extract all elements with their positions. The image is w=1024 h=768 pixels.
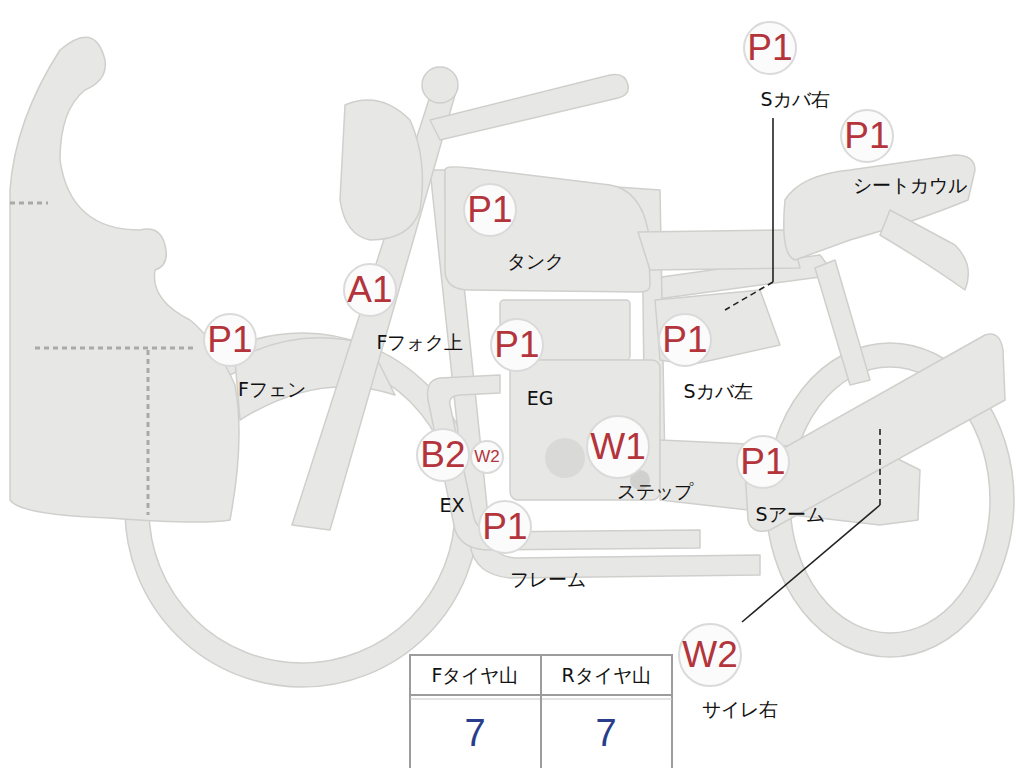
damage-callout: P1タンク [463,183,517,237]
part-name: Sカバ左 [683,379,752,405]
damage-callout: W2サイレ右 [678,623,742,687]
part-name: シートカウル [853,173,967,199]
damage-callout: P1EG [490,318,544,372]
damage-code: P1 [203,313,257,367]
part-name: タンク [507,249,564,275]
leader-line [879,428,881,505]
part-name: Fフェン [238,377,306,403]
damage-callout: P1Fフェン [203,313,257,367]
table-header: Fタイヤ山 [432,663,519,689]
damage-callout: P1シートカウル [840,109,894,163]
damage-code: P1 [736,435,790,489]
damage-code: W1 [586,415,650,479]
damage-code: P1 [743,21,797,75]
damage-callout: P1Sアーム [736,435,790,489]
damage-code: W2 [678,623,742,687]
damage-callout: P1フレーム [478,500,532,554]
part-name: サイレ右 [702,697,778,723]
part-name: Fフォク上 [377,330,464,356]
damage-code: P1 [840,109,894,163]
table-value: 7 [464,712,485,755]
damage-callout: W1ステップ [586,415,650,479]
damage-code: P1 [463,183,517,237]
damage-callout: B2EX [416,428,470,482]
tire-table [410,655,672,768]
part-name: ステップ [617,479,693,505]
damage-callout: P1Sカバ右 [743,21,797,75]
table-value: 7 [595,712,616,755]
leader-line [772,118,774,282]
damage-code: P1 [658,313,712,367]
leader-line [725,282,773,310]
damage-code: P1 [490,318,544,372]
part-name: EG [527,387,554,409]
damage-code: B2 [416,428,470,482]
table-header: Rタイヤ山 [561,663,650,689]
damage-code: A1 [343,263,397,317]
part-name: フレーム [510,567,586,593]
damage-callout: A1Fフォク上 [343,263,397,317]
damage-code: P1 [478,500,532,554]
part-name: EX [439,494,464,516]
damage-callout: P1Sカバ左 [658,313,712,367]
damage-code: W2 [470,440,504,474]
part-name: Sアーム [755,502,824,528]
part-name: Sカバ右 [760,87,829,113]
damage-callout: W2 [470,440,504,474]
